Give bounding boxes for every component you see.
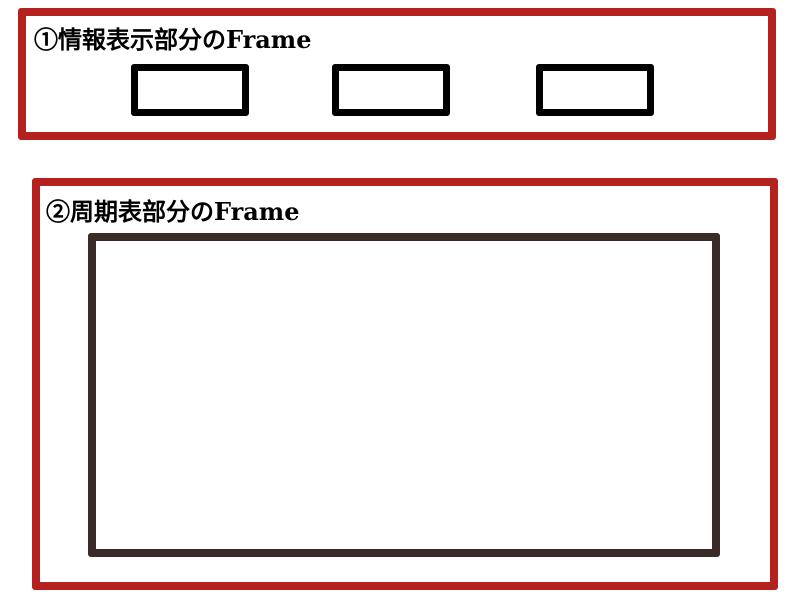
info-display-frame: ①情報表示部分のFrame xyxy=(18,8,776,140)
periodic-table-area xyxy=(88,233,720,557)
info-display-frame-title: ①情報表示部分のFrame xyxy=(34,25,312,54)
info-display-box-1 xyxy=(131,64,249,116)
periodic-table-frame: ②周期表部分のFrame xyxy=(32,178,778,590)
info-display-box-2 xyxy=(332,64,450,116)
periodic-table-frame-title: ②周期表部分のFrame xyxy=(46,197,300,226)
info-display-box-3 xyxy=(536,64,654,116)
